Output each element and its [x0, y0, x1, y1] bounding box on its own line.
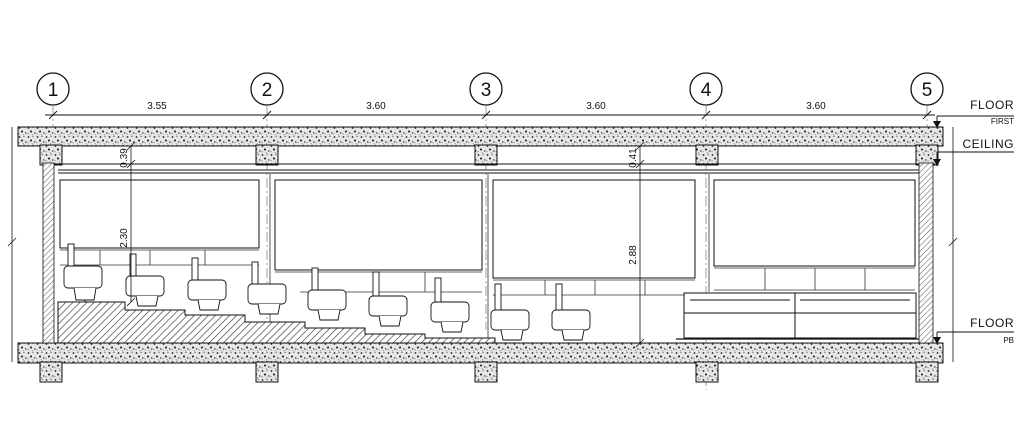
overall-height-dimensions	[7, 127, 958, 362]
chair-8	[490, 283, 530, 341]
level-label-ground-floor: FLOOR	[970, 316, 1014, 330]
level-label-ceiling: CEILING	[962, 137, 1014, 151]
lower-slab	[17, 342, 944, 383]
axis-marker-4: 4	[689, 72, 723, 106]
height-dimensions	[126, 141, 645, 348]
chair-6	[368, 271, 408, 327]
level-marker-ground-floor: FLOOR PB	[933, 316, 1014, 345]
chair-9	[551, 283, 591, 341]
span-dimension-line	[45, 110, 935, 120]
axis-label-1: 1	[48, 80, 59, 101]
span-label-3-4: 3.60	[586, 101, 606, 112]
span-label-2-3: 3.60	[366, 101, 386, 112]
span-label-1-2: 3.55	[147, 101, 167, 112]
seating-chairs	[63, 243, 591, 341]
stepped-floor	[57, 301, 496, 344]
chair-2	[125, 253, 165, 307]
axis-marker-5: 5	[910, 72, 944, 106]
axis-marker-2: 2	[250, 72, 284, 106]
axis-marker-3: 3	[469, 72, 503, 106]
height-label-slab-left: 0.39	[119, 148, 130, 168]
upper-slab	[17, 126, 944, 166]
axis-label-3: 3	[481, 80, 492, 101]
axis-markers: 1 2 3 4 5	[36, 72, 944, 106]
axis-label-5: 5	[922, 80, 933, 101]
height-label-room-left: 2.30	[119, 228, 130, 248]
right-wall	[918, 162, 934, 344]
chair-3	[187, 257, 227, 311]
level-label-first-floor: FLOOR	[970, 98, 1014, 112]
height-label-room-right: 2.88	[628, 245, 639, 265]
axis-marker-1: 1	[36, 72, 70, 106]
chair-4	[247, 261, 287, 315]
level-sublabel-ground-floor: PB	[1003, 336, 1014, 345]
level-marker-first-floor: FLOOR FIRST	[933, 98, 1014, 128]
left-wall	[42, 162, 55, 344]
chair-7	[430, 277, 470, 333]
axis-label-4: 4	[701, 80, 712, 101]
window-bays	[59, 179, 916, 279]
level-marker-ceiling: CEILING	[933, 137, 1014, 166]
front-desk	[683, 292, 917, 339]
level-sublabel-first-floor: FIRST	[991, 117, 1014, 126]
span-label-4-5: 3.60	[806, 101, 826, 112]
suspended-ceiling	[45, 163, 935, 174]
chair-1	[63, 243, 103, 302]
chair-5	[307, 267, 347, 321]
height-label-slab-right: 0.41	[628, 148, 639, 168]
axis-label-2: 2	[262, 80, 273, 101]
